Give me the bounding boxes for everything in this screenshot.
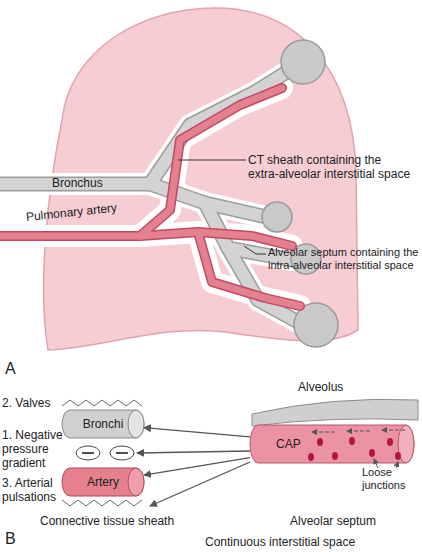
callout-text: Loose junctions xyxy=(362,466,420,492)
alveolus-band: Alveolus xyxy=(252,380,418,426)
cylinder-body xyxy=(62,468,144,496)
artery-tube xyxy=(0,88,282,236)
junction-dot xyxy=(369,449,375,457)
junction-dot xyxy=(349,437,355,445)
artery-cylinder: Artery xyxy=(62,468,144,496)
minus-sign xyxy=(82,452,94,454)
bronchus-wall xyxy=(0,70,298,322)
junction-dot xyxy=(308,453,314,461)
minus-ellipse xyxy=(76,446,100,460)
artery-tube xyxy=(140,232,292,246)
ct-sheath xyxy=(0,70,300,322)
node-label: Bronchi xyxy=(83,417,124,431)
cylinder-body xyxy=(62,410,144,438)
leader-line xyxy=(178,160,246,161)
small-arrow xyxy=(382,430,405,431)
negative-pressure-symbols xyxy=(76,446,134,460)
alveolus-wall xyxy=(252,399,418,426)
part-name: Bronchus xyxy=(52,176,103,190)
cylinder-end xyxy=(128,410,144,438)
mechanism-label: 1. Negative pressure gradient xyxy=(2,428,66,470)
sheath-path xyxy=(0,88,282,236)
cylinder-body xyxy=(250,425,414,463)
mechanism-label: 2. Valves xyxy=(2,396,50,410)
flow-arrow xyxy=(144,428,250,437)
leader-arrow xyxy=(396,462,398,468)
junction-dot xyxy=(395,452,401,460)
flow-arrow xyxy=(150,462,250,506)
mechanism-label: 3. Arterial pulsations xyxy=(2,476,66,504)
region-label: Alveolar septum xyxy=(290,514,376,528)
bronchi-cylinder: Bronchi xyxy=(62,410,144,438)
callout-text: Alveolar septum containing the intra-alv… xyxy=(268,246,420,272)
leader-line xyxy=(244,246,266,254)
bronchus-tube xyxy=(0,70,290,184)
septum-flow xyxy=(312,430,405,432)
junction-dot xyxy=(332,452,338,460)
small-arrow xyxy=(312,432,335,433)
node-label: Alveolus xyxy=(298,380,343,394)
region-label: Continuous interstitial space xyxy=(205,535,355,549)
region-label: Connective tissue sheath xyxy=(40,514,174,528)
panel-letter: A xyxy=(5,360,16,378)
panel-letter: B xyxy=(5,530,16,548)
small-arrow xyxy=(347,431,370,432)
artery-wall xyxy=(0,88,300,306)
alveolus-circle xyxy=(262,202,292,232)
callout-text: CT sheath containing the extra-alveolar … xyxy=(248,153,413,181)
node-label: CAP xyxy=(276,437,301,451)
flow-arrow xyxy=(137,451,250,453)
flow-arrow xyxy=(144,458,250,476)
zigzag-line xyxy=(62,500,142,506)
artery-tube xyxy=(0,88,282,236)
artery-lumen xyxy=(0,88,300,306)
artery-tube xyxy=(140,232,292,246)
bronchus-lumen xyxy=(0,70,298,322)
zigzag-line xyxy=(62,400,142,406)
alveolus-circle xyxy=(281,40,325,84)
junction-dot xyxy=(317,438,323,446)
cylinder-end xyxy=(128,468,144,496)
minus-ellipse xyxy=(110,446,134,460)
leader-arrow xyxy=(374,459,378,468)
node-label: Artery xyxy=(87,475,119,489)
sheath-path xyxy=(0,70,290,184)
junction-dot xyxy=(387,438,393,446)
minus-sign xyxy=(116,452,128,454)
bronchus-tube xyxy=(0,70,290,184)
junction-dots xyxy=(308,437,401,461)
